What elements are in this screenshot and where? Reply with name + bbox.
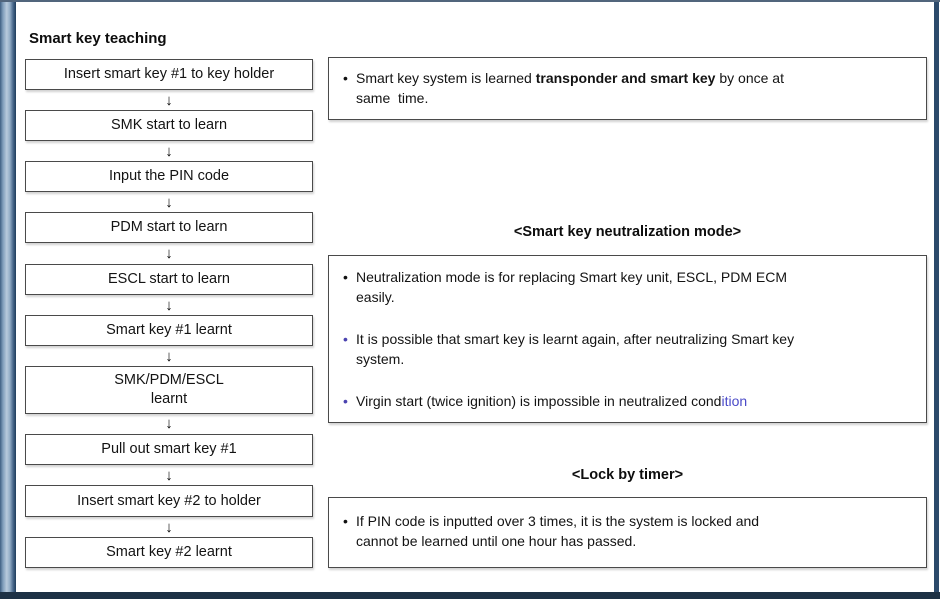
note-text-colored-suffix: ition: [721, 392, 748, 409]
bullet-icon: •: [343, 269, 348, 285]
note-text: Neutralization mode is for replacing Sma…: [356, 269, 788, 305]
section-heading-neutralization: <Smart key neutralization mode>: [513, 224, 742, 240]
note-text-prefix: Smart key system is learned: [356, 70, 536, 86]
bullet-icon: •: [343, 70, 348, 86]
note-box-neutralization: • Neutralization mode is for replacing S…: [328, 255, 927, 423]
flow-step-box: Pull out smart key #1: [25, 434, 313, 465]
note-text-bold: transponder and smart key: [535, 70, 716, 86]
note-text: Smart key system is learned transponder …: [356, 69, 784, 109]
note-text-suffix: by once at same time.: [356, 70, 784, 106]
down-arrow-icon: ↓: [165, 348, 173, 365]
flow-step-box: Smart key #2 learnt: [25, 537, 313, 568]
down-arrow-icon: ↓: [165, 245, 173, 262]
frame-right-border: [934, 0, 939, 599]
down-arrow-icon: ↓: [165, 194, 173, 211]
note-text: Virgin start (twice ignition) is impossi…: [356, 392, 747, 412]
bullet-icon: •: [343, 330, 348, 347]
frame-bottom-border: [0, 592, 940, 599]
section-heading-lock-timer: <Lock by timer>: [571, 467, 684, 483]
note-text: If PIN code is inputted over 3 times, it…: [356, 513, 760, 549]
note-box-lock-timer: • If PIN code is inputted over 3 times, …: [328, 497, 927, 568]
flow-step-box: ESCL start to learn: [25, 264, 313, 295]
down-arrow-icon: ↓: [165, 297, 173, 314]
flow-step-box: Input the PIN code: [25, 161, 313, 192]
flow-step-box: Insert smart key #1 to key holder: [25, 59, 313, 90]
flow-step-box: SMK/PDM/ESCL learnt: [25, 366, 313, 414]
page-title: Smart key teaching: [29, 30, 167, 47]
note-bullet-row: • Smart key system is learned transponde…: [343, 69, 912, 109]
note-text-main: Virgin start (twice ignition) is impossi…: [356, 392, 722, 409]
down-arrow-icon: ↓: [165, 467, 173, 484]
frame-top-border: [0, 0, 940, 2]
down-arrow-icon: ↓: [165, 415, 173, 432]
flow-step-box: Smart key #1 learnt: [25, 315, 313, 346]
note-bullet-row: • If PIN code is inputted over 3 times, …: [343, 512, 912, 552]
bullet-icon: •: [343, 392, 348, 409]
note-bullet-row: • Virgin start (twice ignition) is impos…: [343, 392, 912, 412]
flow-step-box: SMK start to learn: [25, 110, 313, 141]
note-box-learned: • Smart key system is learned transponde…: [328, 57, 927, 120]
down-arrow-icon: ↓: [165, 92, 173, 109]
flow-step-box: PDM start to learn: [25, 212, 313, 243]
note-text: It is possible that smart key is learnt …: [356, 330, 795, 367]
bullet-icon: •: [343, 513, 348, 529]
frame-left-border: [0, 0, 16, 599]
down-arrow-icon: ↓: [165, 143, 173, 160]
note-bullet-row: • Neutralization mode is for replacing S…: [343, 268, 912, 308]
note-bullet-row: • It is possible that smart key is learn…: [343, 330, 912, 370]
flow-step-box: Insert smart key #2 to holder: [25, 485, 313, 517]
down-arrow-icon: ↓: [165, 519, 173, 536]
